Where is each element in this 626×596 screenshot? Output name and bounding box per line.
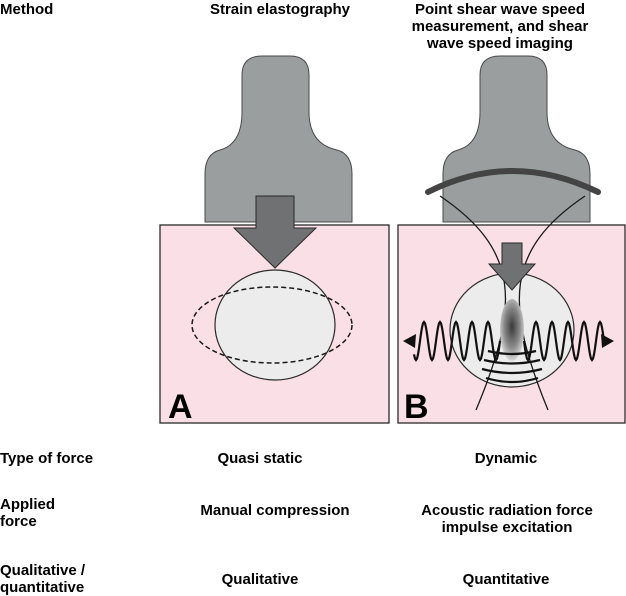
push-focus-b (500, 299, 524, 361)
applied-force-label-line: force (0, 513, 37, 530)
column-b-title-line: measurement, and shear (411, 18, 589, 35)
method-label: Method (0, 1, 54, 18)
type-of-force-label: Type of force (0, 450, 94, 467)
applied-force-b: Acoustic radiation force impulse excitat… (396, 502, 618, 536)
column-b-title-line: wave speed imaging (427, 35, 573, 52)
column-b-title: Point shear wave speed measurement, and … (378, 1, 622, 52)
lesion-a (214, 269, 336, 381)
qualitative-label: Qualitative / quantitative (0, 562, 85, 596)
qualitative-label-line: quantitative (0, 579, 85, 596)
beam-left-b (439, 195, 507, 411)
compression-arrow-a (232, 195, 318, 269)
wavefront-arc (481, 367, 543, 375)
panel-letter-b: B (404, 388, 429, 426)
wavefront-arc (483, 358, 541, 365)
wave-arrowhead-right-b (601, 334, 614, 348)
qualitative-a: Qualitative (221, 571, 299, 588)
panel-b: B (397, 55, 626, 426)
qualitative-b: Quantitative (462, 571, 550, 588)
column-a-title: Strain elastography (209, 1, 351, 18)
applied-force-b-line: impulse excitation (441, 519, 573, 536)
deformed-outline-a (191, 286, 353, 364)
column-b-title-line: Point shear wave speed (414, 1, 586, 18)
transducer-array-b (425, 168, 601, 195)
beam-right-b (518, 195, 586, 411)
wavefront-arc (485, 376, 539, 384)
type-of-force-a: Quasi static (217, 450, 303, 467)
applied-force-label-line: Applied (0, 496, 55, 513)
type-of-force-b: Dynamic (474, 450, 538, 467)
applied-force-label: Applied force (0, 496, 55, 530)
wavefront-arcs-b (481, 349, 543, 384)
panel-letter-a: A (168, 388, 193, 426)
transducer-a (204, 55, 353, 223)
wavefront-arc (487, 349, 537, 356)
wave-arrowhead-left-b (403, 334, 416, 348)
transducer-b (442, 55, 591, 223)
shear-wave-right-b (522, 320, 606, 362)
applied-force-b-line: Acoustic radiation force (421, 502, 593, 519)
panel-a: A (159, 55, 390, 426)
shear-wave-left-b (412, 320, 502, 362)
push-arrow-b (487, 242, 537, 291)
qualitative-label-line: Qualitative / (0, 562, 86, 579)
applied-force-a: Manual compression (200, 502, 350, 519)
